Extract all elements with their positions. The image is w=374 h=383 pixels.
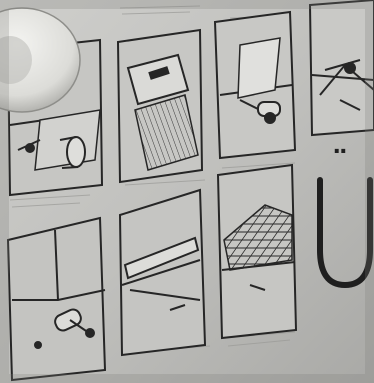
- panel-roller-corner: [8, 218, 105, 380]
- panel-tiles: [218, 165, 296, 338]
- panel-roller-wall: [215, 12, 295, 158]
- panel-edge-strip: [120, 190, 205, 355]
- panel-corner-fold: [310, 0, 374, 135]
- panel-trowel-stairs: [118, 30, 202, 182]
- svg-text:¨: ¨: [332, 144, 349, 184]
